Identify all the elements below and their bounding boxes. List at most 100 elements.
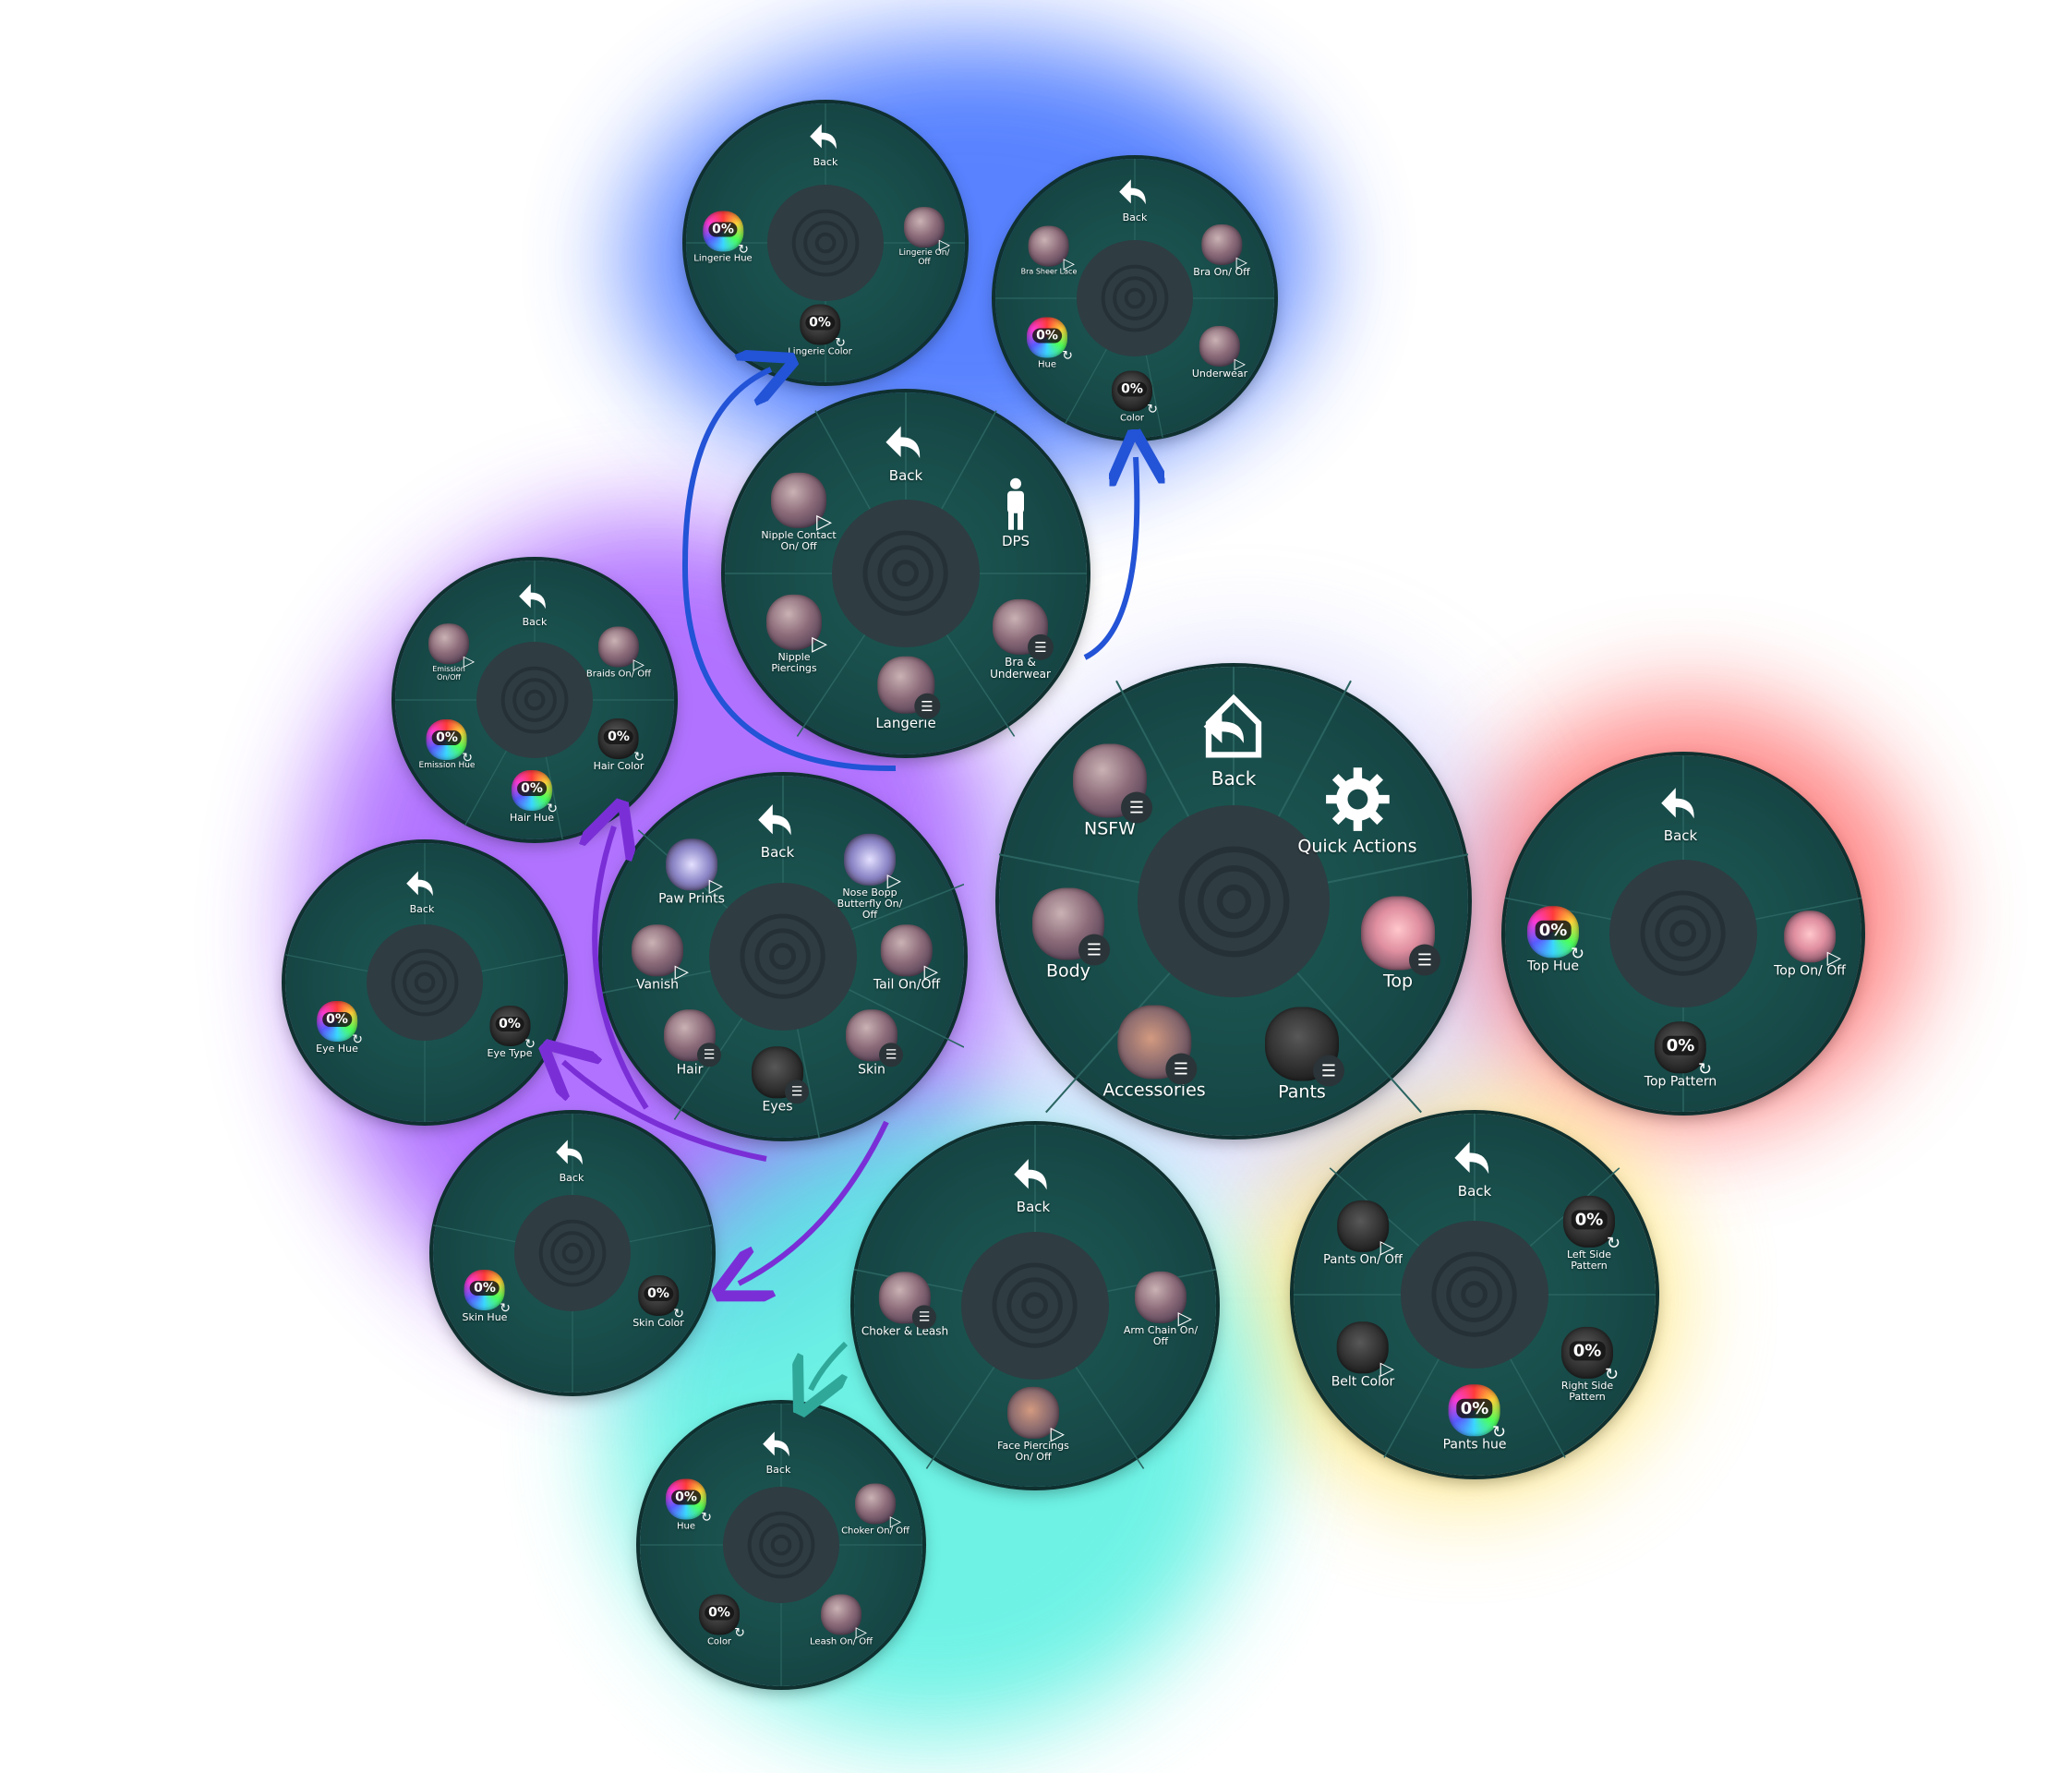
back-button[interactable]: Back xyxy=(759,1424,798,1476)
menu-hub[interactable] xyxy=(832,500,980,647)
eyes-thumbnail: ☰ xyxy=(752,1046,809,1104)
menu-hub[interactable] xyxy=(1401,1221,1548,1369)
menu-item-lingerie-color[interactable]: 0%↻Lingerie Color xyxy=(788,304,852,357)
langerie-thumbnail: ☰ xyxy=(877,656,940,719)
menu-item-skin-hue[interactable]: 0%↻Skin Hue xyxy=(463,1269,511,1323)
menu-item-choker-leash[interactable]: ☰Choker & Leash xyxy=(861,1272,948,1337)
menu-item-lingerie-hue[interactable]: 0%↻Lingerie Hue xyxy=(693,211,753,264)
menu-item-nsfw[interactable]: ☰ NSFW xyxy=(1073,743,1152,839)
back-button[interactable]: Back xyxy=(515,576,554,628)
menu-item-hue[interactable]: 0%↻Hue xyxy=(666,1478,712,1532)
hue-wheel-thumbnail: 0%↻ xyxy=(702,211,749,258)
back-arrow-icon xyxy=(406,871,433,897)
menu-hub[interactable] xyxy=(709,883,857,1031)
reset-icon: ↻ xyxy=(738,242,749,258)
menu-item-left-pattern[interactable]: 0%↻Left Side Pattern xyxy=(1557,1195,1621,1272)
menu-item-lingerie-onoff[interactable]: ▷Lingerie On/ Off xyxy=(897,207,952,268)
menu-hub[interactable] xyxy=(723,1487,839,1603)
menu-item-hair-color[interactable]: 0%↻Hair Color xyxy=(594,718,644,772)
hue-wheel-thumbnail: 0%↻ xyxy=(1527,906,1584,963)
back-button[interactable]: Back xyxy=(1009,1150,1057,1215)
back-button[interactable]: Back xyxy=(1192,683,1275,789)
back-button[interactable]: Back xyxy=(1115,172,1154,223)
menu-item-face-piercings[interactable]: ▷Face Piercings On/ Off xyxy=(992,1386,1075,1463)
menu-item-arm-chain[interactable]: ▷Arm Chain On/ Off xyxy=(1119,1271,1202,1347)
menu-item-skin-color[interactable]: 0%↻Skin Color xyxy=(632,1274,684,1329)
menu-item-braids[interactable]: ▷Braids On/ Off xyxy=(586,626,651,680)
menu-item-eyes[interactable]: ☰Eyes xyxy=(752,1046,809,1114)
play-icon: ▷ xyxy=(1379,1235,1394,1258)
reset-icon: ↻ xyxy=(547,801,558,816)
back-label: Back xyxy=(1122,211,1148,223)
menu-item-langerie[interactable]: ☰ Langerie xyxy=(875,656,940,731)
menu-hub[interactable] xyxy=(1138,805,1330,997)
menu-item-color[interactable]: 0%↻Color xyxy=(699,1594,745,1647)
reset-icon: ↻ xyxy=(835,335,846,351)
back-button[interactable]: Back xyxy=(881,416,931,484)
menu-item-right-pattern[interactable]: 0%↻Right Side Pattern xyxy=(1555,1326,1620,1403)
back-button[interactable]: Back xyxy=(1450,1132,1500,1200)
menu-item-paw-prints[interactable]: ▷Paw Prints xyxy=(658,838,725,906)
menu-item-hair[interactable]: ☰Hair xyxy=(664,1009,721,1077)
menu-item-bra-underwear[interactable]: ☰ Bra & Underwear xyxy=(983,598,1057,681)
menu-item-skin[interactable]: ☰Skin xyxy=(846,1009,903,1077)
back-button[interactable]: Back xyxy=(1656,778,1705,844)
percent-value: 0% xyxy=(1569,1341,1606,1361)
menu-hub[interactable] xyxy=(961,1232,1109,1380)
menu-hub[interactable] xyxy=(767,185,884,301)
menu-item-label: Paw Prints xyxy=(658,891,725,907)
menu-item-leash-onoff[interactable]: ▷Leash On/ Off xyxy=(810,1594,873,1647)
menu-item-bra-sheer-lace[interactable]: ▷Bra Sheer Lace xyxy=(1021,225,1077,277)
menu-item-belt-color[interactable]: ▷Belt Color xyxy=(1331,1321,1394,1389)
menu-hub[interactable] xyxy=(476,642,593,758)
menu-item-label: Eye Type xyxy=(487,1046,533,1059)
menu-item-label: Vanish xyxy=(636,977,679,993)
menu-item-underwear[interactable]: ▷Underwear xyxy=(1192,325,1247,380)
belt-thumbnail: ▷ xyxy=(1336,1321,1394,1379)
menu-item-color[interactable]: 0%↻Color xyxy=(1112,370,1158,424)
braids-thumbnail: ▷ xyxy=(597,626,644,673)
color-thumbnail: 0%↻ xyxy=(637,1274,684,1321)
menu-item-top[interactable]: ☰ Top xyxy=(1361,896,1440,992)
menu-item-hair-hue[interactable]: 0%↻Hair Hue xyxy=(510,769,558,824)
percent-value: 0% xyxy=(671,1490,701,1505)
menu-item-tail[interactable]: ▷Tail On/Off xyxy=(873,924,940,992)
menu-item-top-hue[interactable]: 0%↻Top Hue xyxy=(1527,906,1584,973)
menu-item-pants-hue[interactable]: 0%↻Pants hue xyxy=(1443,1384,1506,1452)
menu-item-emission-onoff[interactable]: ▷Emission On/Off xyxy=(426,623,475,682)
back-label: Back xyxy=(813,155,838,168)
menu-item-emission-hue[interactable]: 0%↻Emission Hue xyxy=(419,719,475,771)
back-label: Back xyxy=(1663,826,1698,844)
back-button[interactable]: Back xyxy=(552,1132,591,1184)
back-button[interactable]: Back xyxy=(806,116,845,168)
menu-item-bra-onoff[interactable]: ▷Bra On/ Off xyxy=(1193,223,1250,278)
menu-hub[interactable] xyxy=(367,924,483,1041)
menu-item-body[interactable]: ☰ Body xyxy=(1032,887,1110,982)
top-radial-menu: Back 0%↻Top Hue ▷Top On/ Off 0%↻Top Patt… xyxy=(1505,755,1861,1112)
menu-item-top-onoff[interactable]: ▷Top On/ Off xyxy=(1774,911,1846,978)
menu-hub[interactable] xyxy=(1609,860,1757,1007)
menu-item-pants-onoff[interactable]: ▷Pants On/ Off xyxy=(1323,1200,1403,1267)
menu-hub[interactable] xyxy=(1077,240,1193,356)
menu-item-hue[interactable]: 0%↻Hue xyxy=(1027,317,1073,370)
menu-hub[interactable] xyxy=(514,1195,631,1311)
menu-item-label: Accessories xyxy=(1102,1079,1206,1101)
menu-item-nose-bopp[interactable]: ▷Nose Bopp Butterfly On/ Off xyxy=(828,833,911,921)
menu-item-nipple-contact[interactable]: ▷ Nipple Contact On/ Off xyxy=(757,472,840,552)
menu-item-top-pattern[interactable]: 0%↻Top Pattern xyxy=(1644,1021,1717,1089)
hair-thumbnail: ☰ xyxy=(664,1009,721,1067)
menu-item-accessories[interactable]: ☰ Accessories xyxy=(1102,1005,1206,1101)
menu-item-quick-actions[interactable]: Quick Actions xyxy=(1297,764,1417,857)
back-button[interactable]: Back xyxy=(753,795,801,861)
target-icon xyxy=(1178,846,1289,957)
menu-item-nipple-piercings[interactable]: ▷ Nipple Piercings xyxy=(762,594,827,674)
accessories-thumbnail: ☰ xyxy=(1116,1005,1197,1085)
back-button[interactable]: Back xyxy=(403,863,441,915)
menu-item-pants[interactable]: ☰ Pants xyxy=(1265,1007,1344,1103)
menu-item-choker-onoff[interactable]: ▷Choker On/ Off xyxy=(841,1483,910,1537)
menu-item-eye-hue[interactable]: 0%↻Eye Hue xyxy=(316,1000,363,1055)
choker-thumbnail: ▷ xyxy=(855,1483,901,1530)
menu-item-dps[interactable]: DPS xyxy=(994,476,1037,549)
menu-item-eye-type[interactable]: 0%↻Eye Type xyxy=(487,1005,536,1059)
menu-item-vanish[interactable]: ▷Vanish xyxy=(632,924,689,993)
